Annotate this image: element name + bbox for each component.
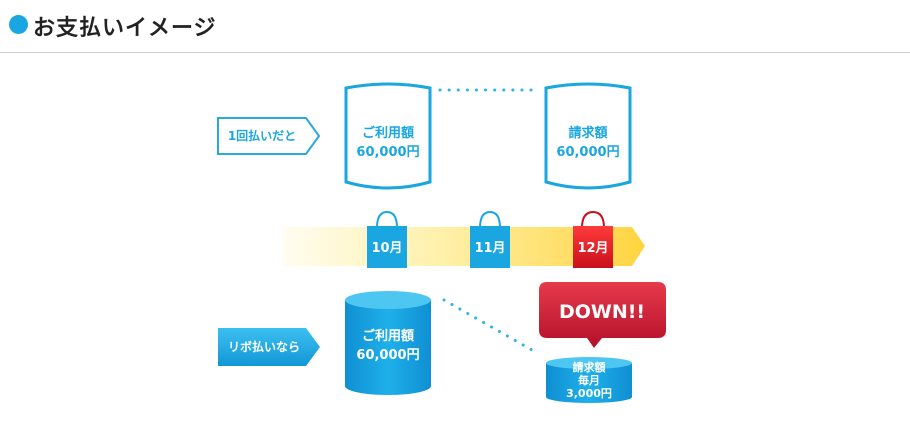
revolving-label: リボ払いなら — [228, 339, 300, 354]
one-time-payment-row: 1回払いだと ご利用額 60,000円 請求額 60,000円 — [217, 82, 632, 190]
down-speech-bubble: DOWN!! — [539, 282, 666, 348]
section-header: お支払いイメージ — [0, 0, 910, 53]
one-time-usage-label: ご利用額 — [362, 125, 414, 141]
month-tag-october: 10月 — [367, 210, 407, 268]
one-time-bill-cylinder: 請求額 60,000円 — [544, 82, 632, 190]
one-time-usage-amount: 60,000円 — [356, 145, 419, 160]
bag-handle-icon — [376, 210, 398, 229]
month-timeline: 10月 11月 12月 — [283, 210, 645, 268]
revolving-label-arrow: リボ払いなら — [218, 328, 320, 366]
revolving-usage-amount: 60,000円 — [356, 348, 419, 363]
month-tag-december: 12月 — [573, 210, 613, 268]
revolving-usage-cylinder: ご利用額 60,000円 — [345, 291, 431, 395]
month-tag-november: 11月 — [470, 210, 510, 268]
revolving-bill-cylinder: 請求額 毎月 3,000円 — [546, 357, 632, 403]
down-label: DOWN!! — [559, 301, 645, 323]
one-time-bill-amount: 60,000円 — [556, 145, 619, 160]
revolving-bill-period: 毎月 — [578, 373, 600, 387]
dotted-connector — [442, 298, 534, 352]
one-time-label-arrow: 1回払いだと — [217, 117, 321, 155]
revolving-payment-row: リボ払いなら ご利用額 60,000円 DOWN!! 請求額 毎月 3,000円 — [218, 282, 666, 403]
bullet-circle-icon — [9, 15, 28, 34]
month-label-december: 12月 — [577, 241, 608, 256]
section-title: お支払いイメージ — [33, 16, 217, 41]
month-label-october: 10月 — [371, 241, 402, 256]
month-label-november: 11月 — [474, 241, 505, 256]
bag-handle-icon — [479, 210, 501, 229]
one-time-bill-label: 請求額 — [568, 125, 607, 141]
bag-handle-icon — [581, 210, 605, 229]
revolving-bill-label: 請求額 — [573, 360, 606, 374]
one-time-label: 1回払いだと — [228, 128, 296, 143]
revolving-bill-amount: 3,000円 — [566, 387, 612, 400]
one-time-usage-cylinder: ご利用額 60,000円 — [344, 82, 432, 190]
revolving-usage-label: ご利用額 — [362, 328, 414, 344]
